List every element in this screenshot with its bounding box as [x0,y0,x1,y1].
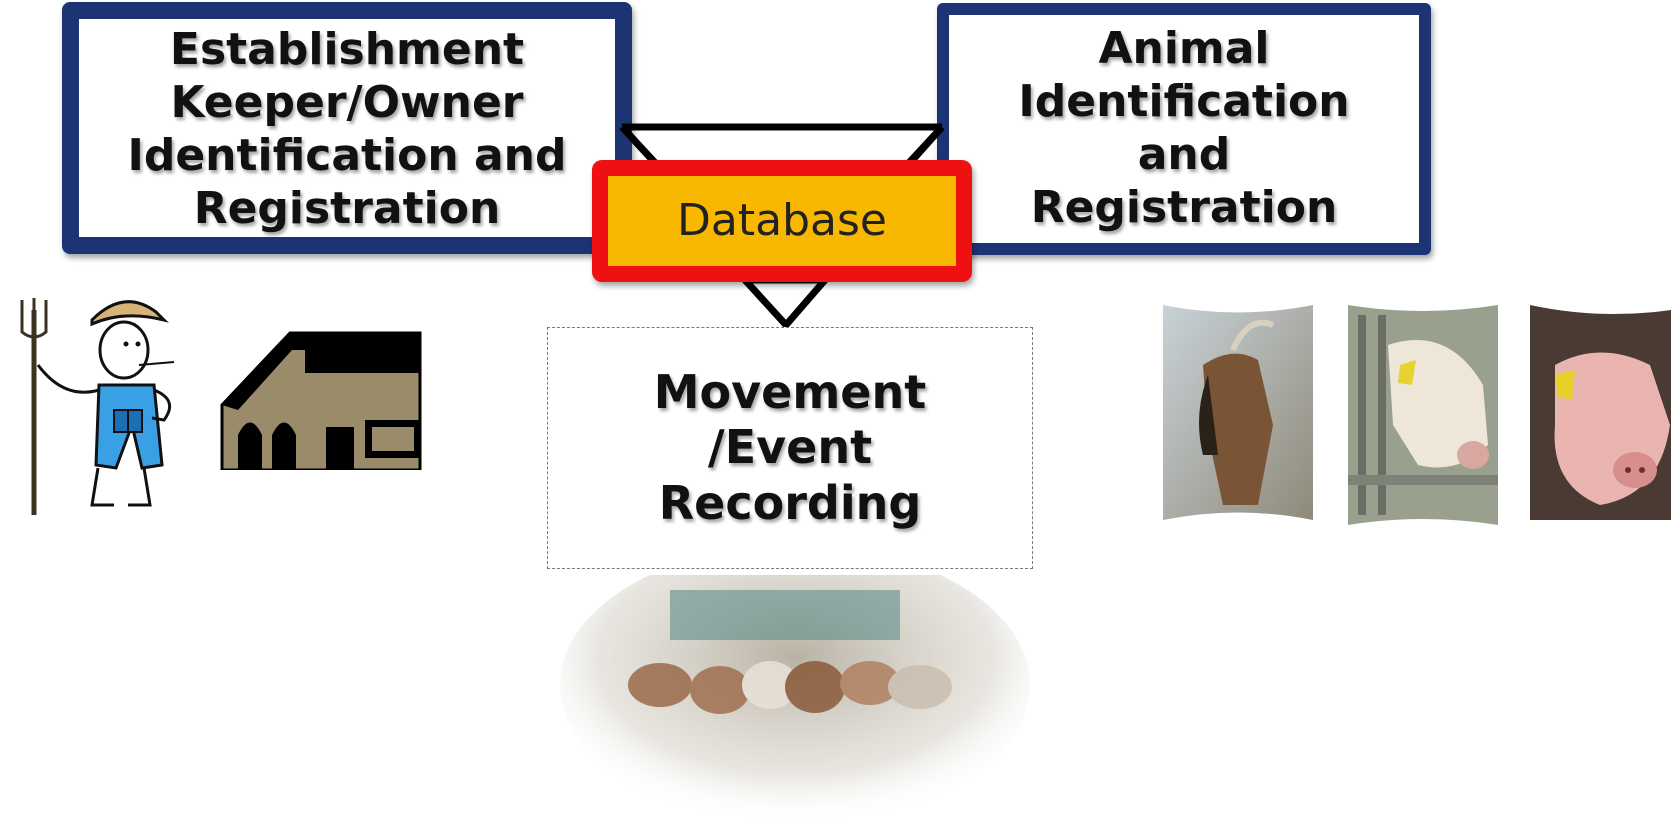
database-label: Database [677,194,887,246]
farmer-illustration [20,298,175,515]
cattle-herd-photo [560,575,1030,825]
animal-line-3: and [1137,129,1231,180]
barn-icon [220,331,422,470]
animal-line-2: Identification [1018,76,1350,128]
movement-event-box: Movement /Event Recording [547,327,1033,569]
goat-photo [1163,305,1313,520]
animal-line-4: Registration [1030,181,1338,233]
movement-line-1: Movement [653,365,927,420]
movement-line-3: Recording [658,475,922,530]
database-box: Database [592,160,972,282]
establishment-line-2: Keeper/Owner [170,77,524,129]
establishment-line-3: Identification and [127,130,567,181]
establishment-line-4: Registration [193,182,501,234]
animal-line-1: Animal [1098,23,1270,75]
movement-line-2: /Event [707,420,873,475]
establishment-registration-box: Establishment Keeper/Owner Identificatio… [62,2,632,254]
establishment-line-1: Establishment [169,24,525,76]
animal-registration-box: Animal Identification and Registration [937,3,1431,255]
pig-photo [1530,305,1671,520]
cow-photo [1348,305,1498,525]
